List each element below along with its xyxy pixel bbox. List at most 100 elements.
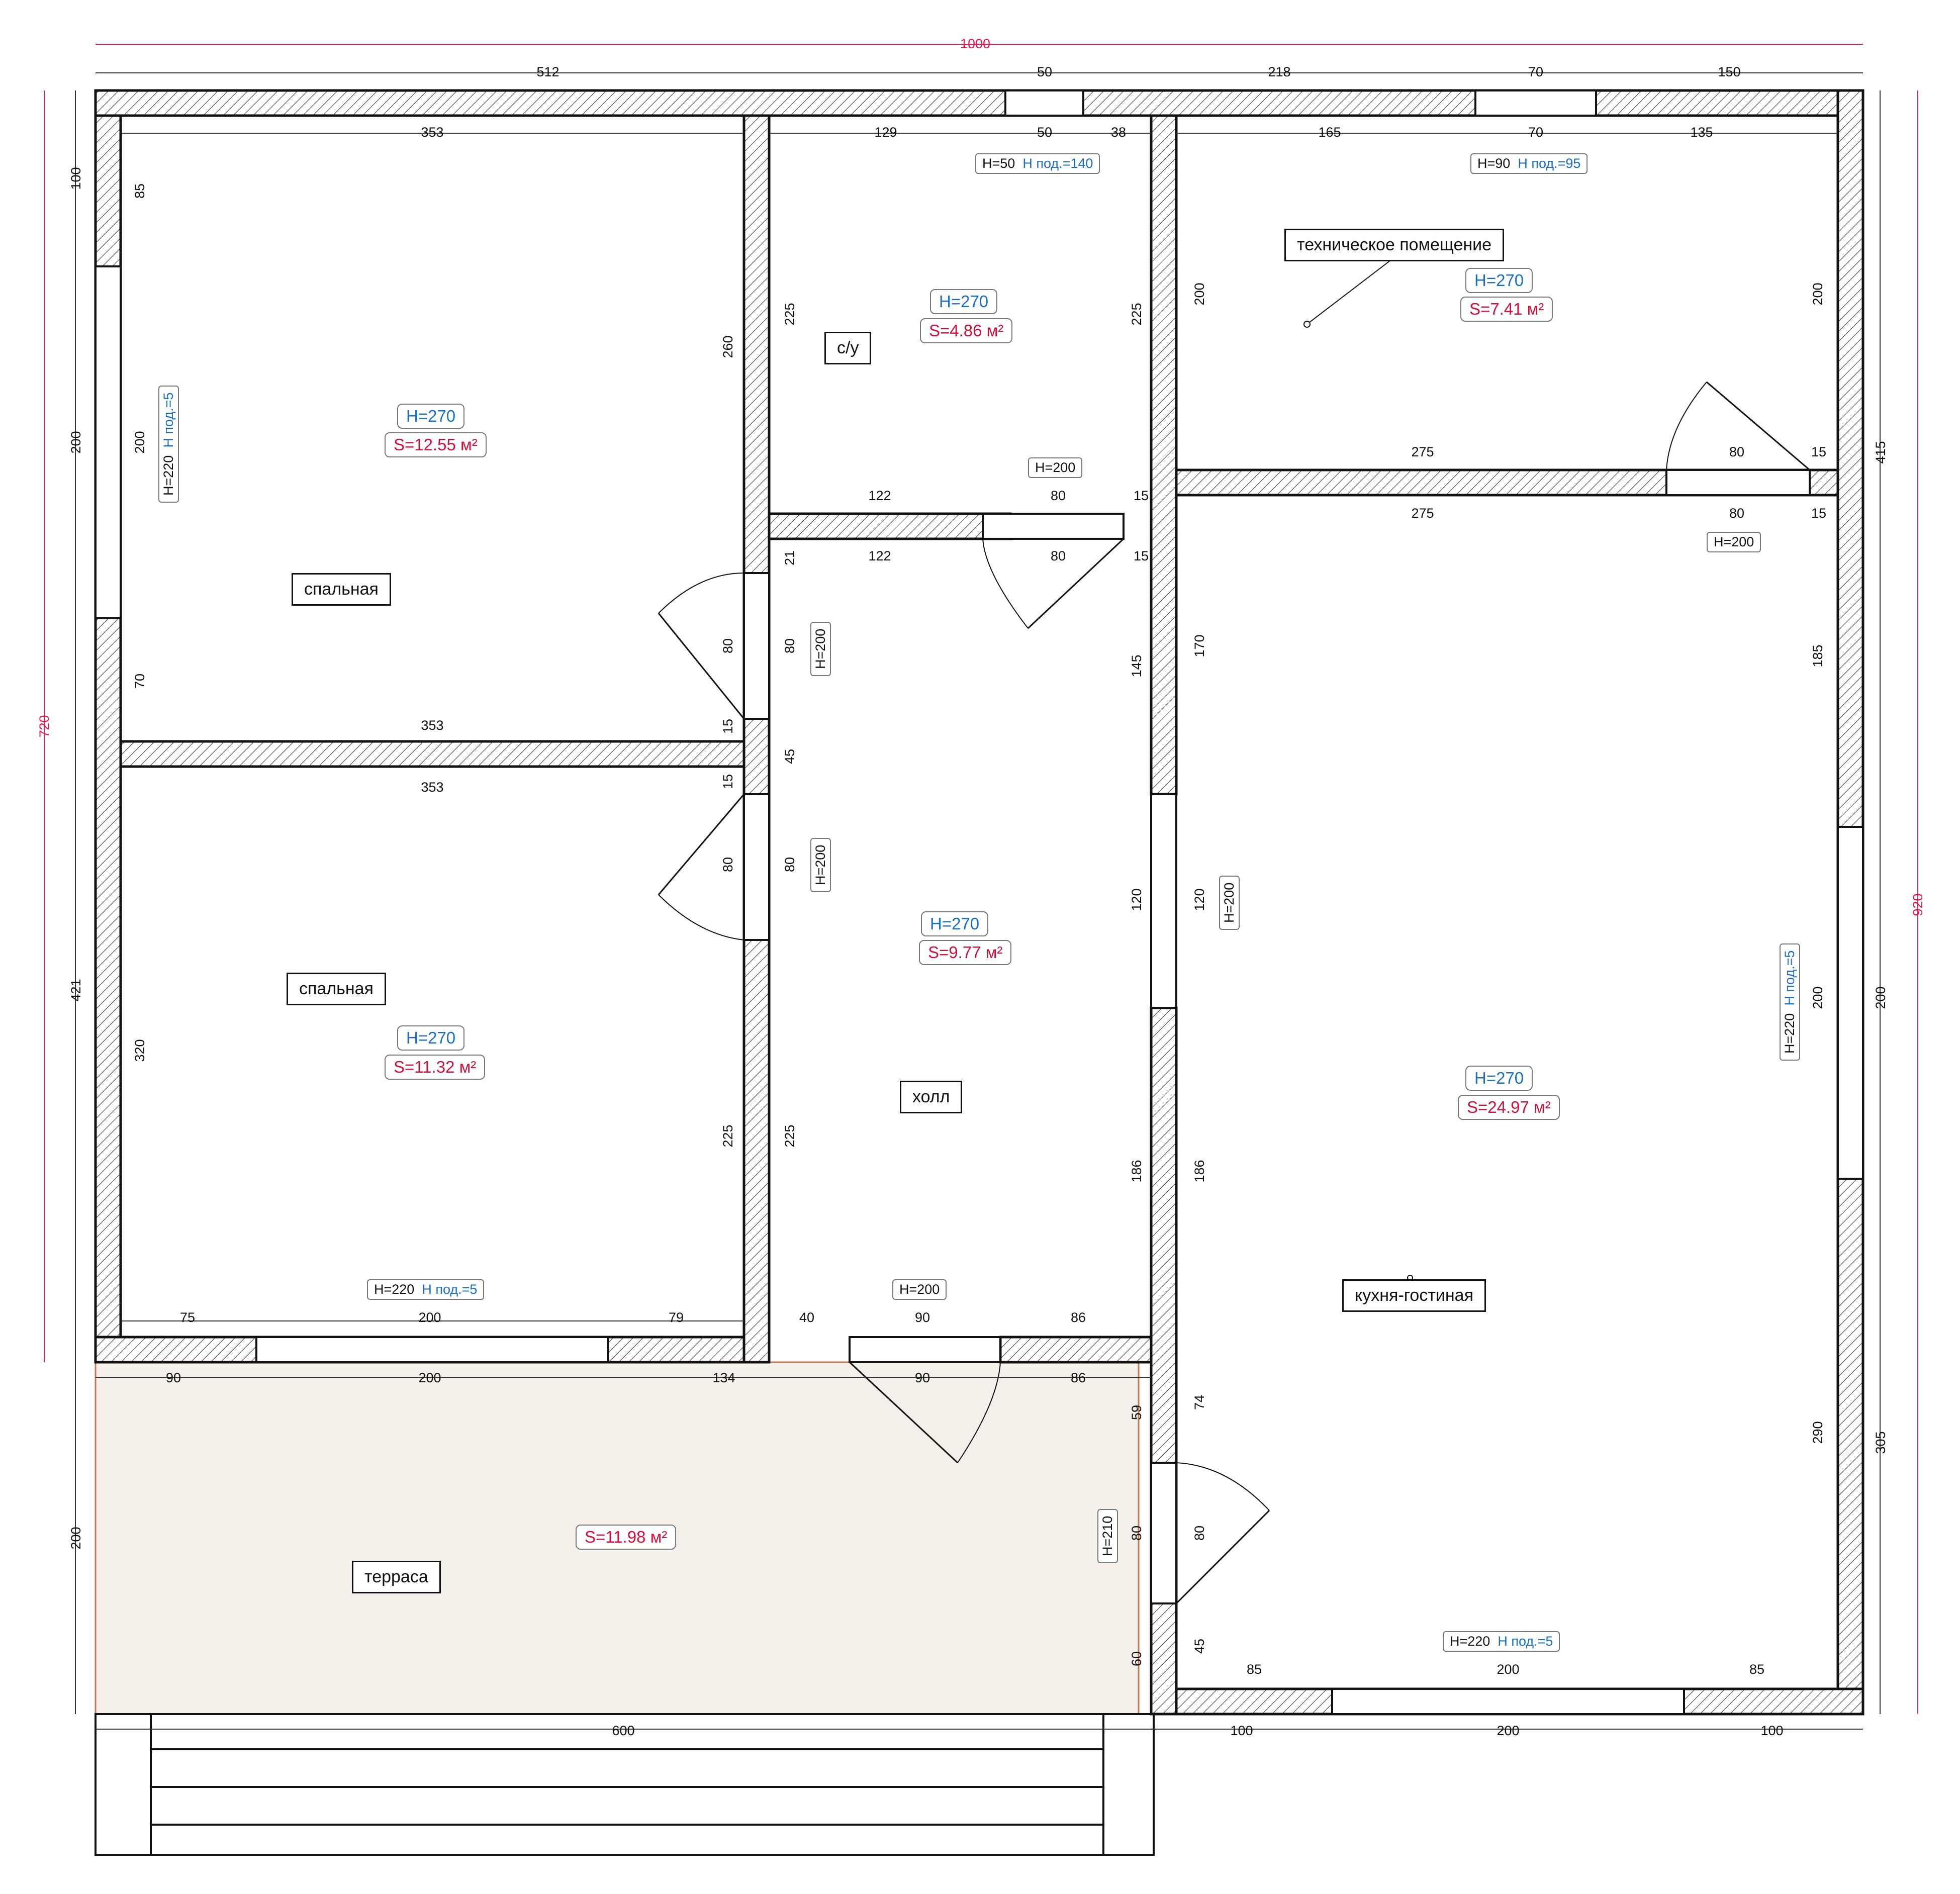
dim-terrace: 86 [1071, 1370, 1086, 1385]
dim-mid: 80 [1051, 488, 1066, 503]
window-tag: H=90 H под.=95 [1470, 153, 1588, 174]
dim-hall: 145 [1129, 654, 1144, 677]
dim-top-inner: 165 [1318, 125, 1341, 140]
room-area: S=24.97 м² [1458, 1095, 1560, 1120]
window-tag: H=50 H под.=140 [975, 153, 1100, 174]
door-tag: H=200 [1219, 875, 1240, 930]
dim-top-inner: 50 [1037, 125, 1052, 140]
dim-mid: 15 [1134, 488, 1149, 503]
room-height: H=270 [1465, 268, 1533, 293]
dim-top-inner: 38 [1111, 125, 1126, 140]
room-area: S=9.77 м² [919, 940, 1012, 965]
dim-overall-width: 1000 [960, 36, 990, 51]
dim-top-outer: 150 [1718, 64, 1740, 79]
dim-top-outer: 70 [1528, 64, 1543, 79]
dim-partition: 225 [782, 1124, 797, 1147]
room-name: спальная [292, 573, 391, 606]
room-area: S=11.32 м² [385, 1055, 486, 1080]
room-area: S=4.86 м² [920, 318, 1013, 343]
door-tag: H=210 [1097, 1508, 1118, 1563]
dim-top-outer: 50 [1037, 64, 1052, 79]
room-name: с/у [824, 332, 872, 364]
dim-bottom: 600 [612, 1723, 634, 1738]
dim-wc: 225 [1129, 303, 1144, 325]
dim-bottom: 85 [1749, 1662, 1764, 1677]
dim-wc: 225 [782, 303, 797, 325]
dim-mid: 15 [1811, 444, 1826, 459]
door-tag: H=200 [892, 1279, 947, 1300]
dim-partition: 80 [782, 857, 797, 872]
dim-mid: 90 [915, 1310, 930, 1325]
dim-partition: 15 [720, 719, 735, 734]
dim-mid: 353 [421, 718, 443, 733]
dim-bottom: 200 [1497, 1723, 1519, 1738]
dim-top-inner: 70 [1528, 125, 1543, 140]
openings [95, 89, 1864, 1715]
dim-kitchen: 120 [1192, 888, 1207, 911]
dim-top-outer: 218 [1268, 64, 1290, 79]
dim-kitchen: 80 [1192, 1526, 1207, 1541]
dim-kitchen: 45 [1192, 1639, 1207, 1654]
leader-dot [1303, 321, 1311, 328]
dim-mid: 80 [1729, 444, 1744, 459]
room-height: H=270 [397, 1025, 465, 1051]
dim-top-inner: 353 [421, 125, 443, 140]
dim-partition: 225 [720, 1124, 735, 1147]
window-tag: H=220 H под.=5 [158, 385, 179, 503]
room-height: H=270 [397, 404, 465, 429]
room-name: спальная [287, 973, 386, 1005]
dim-left-outer: 200 [68, 1527, 83, 1549]
dim-right-outer: 200 [1873, 986, 1888, 1009]
window-tag: H=220 H под.=5 [1780, 943, 1800, 1061]
dim-right-inner: 200 [1810, 986, 1825, 1009]
dim-mid: 122 [868, 548, 891, 563]
dim-left-height: 720 [37, 715, 52, 737]
dim-terrace: 90 [915, 1370, 930, 1385]
window-tag: H=220 H под.=5 [1443, 1631, 1560, 1652]
room-name: терраса [352, 1561, 441, 1593]
door-tag: H=200 [1707, 532, 1761, 552]
dim-partition: 45 [782, 749, 797, 764]
room-name: кухня-гостиная [1342, 1279, 1486, 1312]
dim-bottom: 100 [1760, 1723, 1783, 1738]
dim-top-inner: 135 [1690, 125, 1713, 140]
room-height: H=270 [1465, 1066, 1533, 1091]
dim-bottom: 100 [1230, 1723, 1253, 1738]
dim-partition: 260 [720, 335, 735, 358]
room-name: техническое помещение [1284, 229, 1505, 261]
room-area: S=7.41 м² [1460, 297, 1553, 322]
dim-mid: 40 [799, 1310, 814, 1325]
dim-hall: 60 [1129, 1651, 1144, 1666]
dim-mid: 200 [418, 1310, 441, 1325]
dim-partition: 80 [720, 638, 735, 653]
terrace-steps [95, 1713, 1155, 1856]
door-tag: H=200 [1028, 457, 1083, 478]
window-tag: H=220 H под.=5 [367, 1279, 485, 1300]
dim-left-inner: 70 [132, 674, 147, 689]
room-area: S=12.55 м² [385, 432, 487, 457]
dim-mid: 75 [180, 1310, 195, 1325]
door-tag: H=200 [810, 837, 831, 892]
dim-right-inner: 200 [1810, 282, 1825, 305]
dim-mid: 122 [868, 488, 891, 503]
dim-right-inner: 290 [1810, 1421, 1825, 1444]
dim-mid: 15 [1811, 506, 1826, 521]
dim-left-outer: 421 [68, 979, 83, 1001]
room-height: H=270 [921, 911, 989, 936]
dim-left-inner: 200 [132, 431, 147, 453]
dim-mid: 86 [1071, 1310, 1086, 1325]
dim-kitchen: 74 [1192, 1395, 1207, 1410]
dim-left-inner: 320 [132, 1039, 147, 1062]
dim-partition: 15 [720, 774, 735, 789]
dim-partition: 21 [782, 550, 797, 565]
dim-right-outer: 305 [1873, 1431, 1888, 1454]
dim-mid: 275 [1411, 506, 1434, 521]
dim-top-outer: 512 [536, 64, 559, 79]
dim-left-outer: 200 [68, 431, 83, 453]
dim-left-outer: 100 [68, 167, 83, 190]
dim-kitchen: 200 [1192, 282, 1207, 305]
dim-bottom: 200 [1497, 1662, 1519, 1677]
dim-mid: 353 [421, 780, 443, 795]
dim-mid: 79 [669, 1310, 684, 1325]
room-name: холл [900, 1081, 963, 1113]
